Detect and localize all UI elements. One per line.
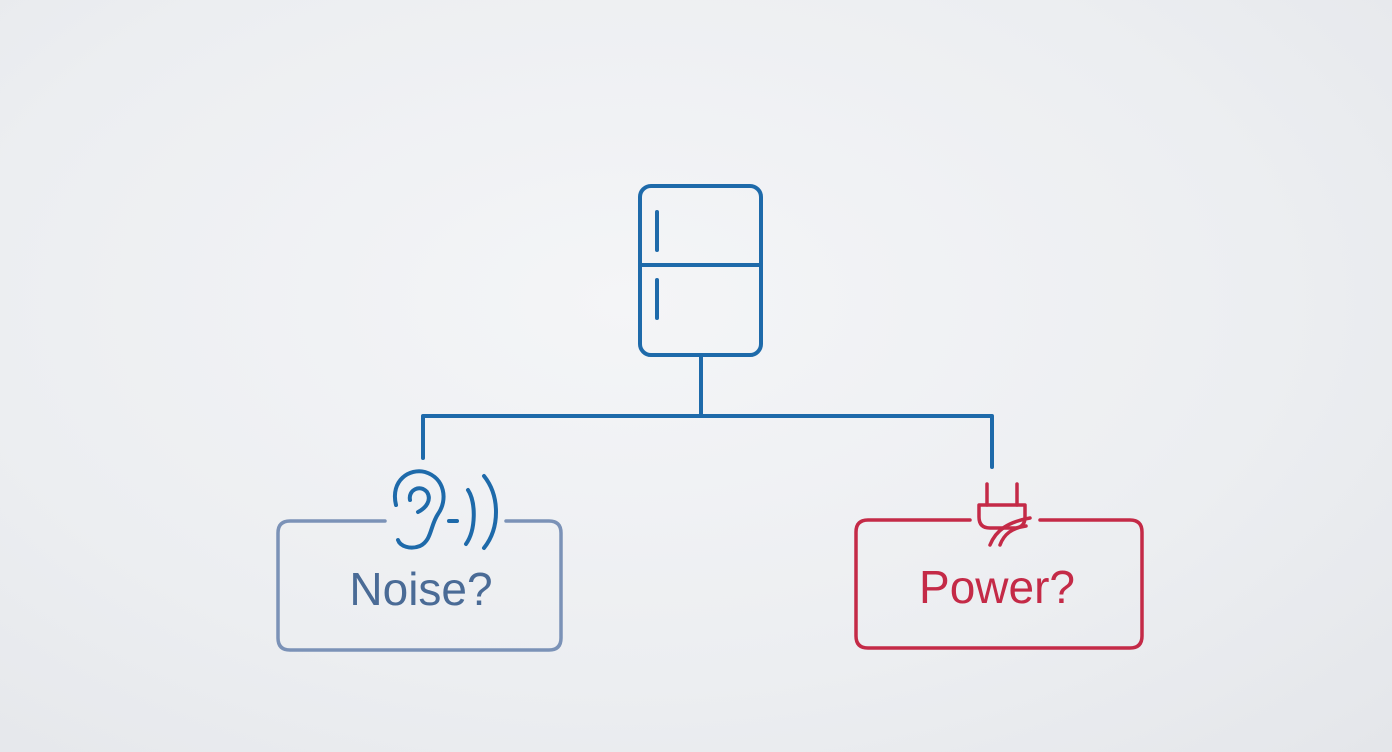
noise-box: [276, 519, 563, 652]
sound-wave-2: [482, 474, 498, 550]
branch-connector: [421, 414, 994, 469]
plug-icon: [977, 482, 1032, 547]
ear-inner: [407, 486, 431, 514]
connector-tree: [421, 353, 994, 469]
power-node: Power?: [854, 518, 1144, 650]
ear-sound-icon: [392, 469, 498, 550]
power-label: Power?: [919, 561, 1075, 613]
power-box: [854, 518, 1144, 650]
plug-cord-2: [998, 524, 1028, 547]
refrigerator-icon: [638, 184, 763, 357]
noise-label: Noise?: [349, 563, 492, 615]
noise-node: Noise?: [276, 519, 563, 652]
ear-outer: [392, 469, 446, 550]
plug-head: [977, 503, 1027, 530]
sound-wave-1: [464, 488, 476, 546]
plug-cord-1: [988, 516, 1032, 547]
